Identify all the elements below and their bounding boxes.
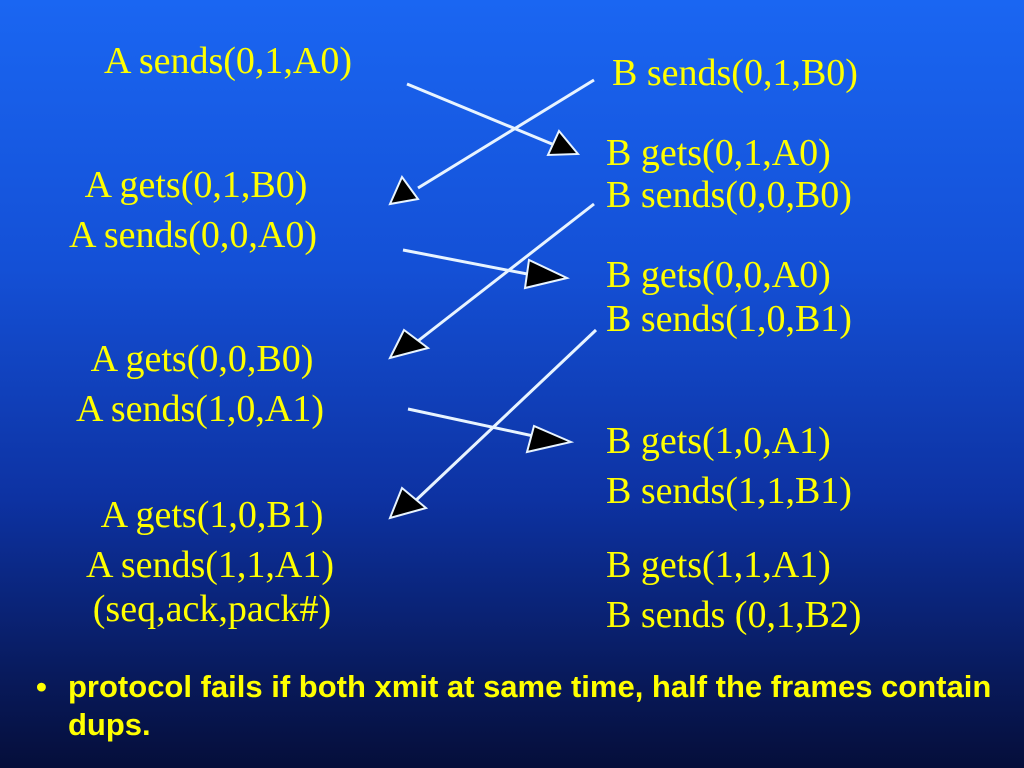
arrow-b-to-a-1: [388, 78, 595, 206]
label-b-sends-1-1-b1: B sends(1,1,B1): [606, 470, 852, 512]
arrow-a-to-b-1: [406, 82, 581, 157]
label-b-sends-0-1-b0: B sends(0,1,B0): [612, 52, 858, 94]
label-seq-ack-pack: (seq,ack,pack#): [92, 588, 332, 630]
label-a-gets-0-1-b0: A gets(0,1,B0): [84, 164, 308, 206]
label-a-sends-1-1-a1: A sends(1,1,A1): [85, 544, 335, 586]
label-b-gets-1-1-a1: B gets(1,1,A1): [606, 544, 831, 586]
label-a-sends-0-0-a0: A sends(0,0,A0): [68, 214, 318, 256]
arrow-a-to-b-2: [402, 248, 570, 290]
label-b-sends-1-0-b1: B sends(1,0,B1): [606, 298, 852, 340]
arrow-b-to-a-3: [388, 328, 598, 520]
bullet-note: • protocol fails if both xmit at same ti…: [36, 668, 996, 744]
label-b-gets-0-0-a0: B gets(0,0,A0): [606, 254, 831, 296]
label-a-gets-0-0-b0: A gets(0,0,B0): [90, 338, 314, 380]
label-a-gets-1-0-b1: A gets(1,0,B1): [100, 494, 324, 536]
label-b-gets-0-1-a0: B gets(0,1,A0): [606, 132, 831, 174]
arrow-a-to-b-3: [407, 407, 575, 454]
label-b-sends-0-0-b0: B sends(0,0,B0): [606, 174, 852, 216]
label-b-gets-1-0-a1: B gets(1,0,A1): [606, 420, 831, 462]
bullet-marker: •: [36, 669, 47, 704]
label-a-sends-0-1-a0: A sends(0,1,A0): [103, 40, 353, 82]
note-text: protocol fails if both xmit at same time…: [68, 669, 992, 742]
label-a-sends-1-0-a1: A sends(1,0,A1): [75, 388, 325, 430]
arrow-b-to-a-2: [388, 202, 595, 360]
label-b-sends-0-1-b2: B sends (0,1,B2): [606, 594, 862, 636]
